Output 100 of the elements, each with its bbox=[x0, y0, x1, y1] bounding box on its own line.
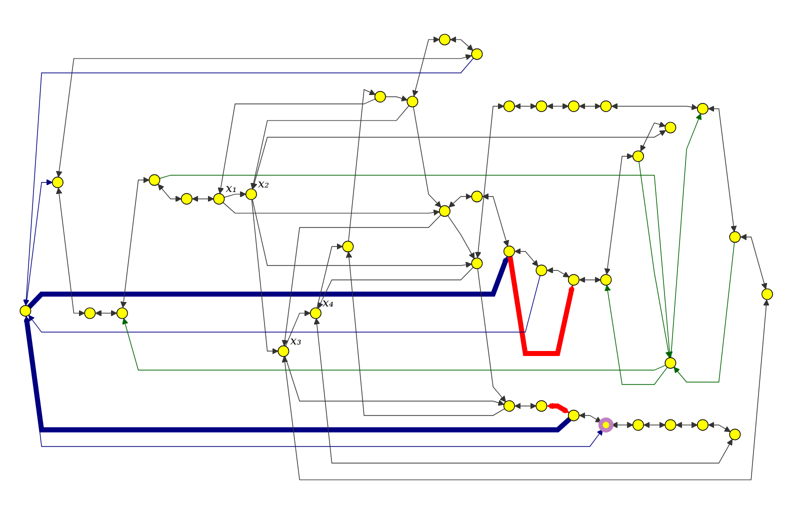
node-circle bbox=[696, 419, 708, 431]
arrow bbox=[95, 310, 118, 316]
arrow bbox=[579, 103, 601, 110]
arrow bbox=[282, 300, 770, 480]
node-circle bbox=[632, 419, 644, 431]
arrow bbox=[56, 54, 472, 178]
arrow bbox=[644, 422, 666, 428]
arrow bbox=[284, 356, 504, 406]
arrow bbox=[604, 153, 634, 275]
variable-label: x₂ bbox=[258, 176, 270, 190]
arrow bbox=[640, 121, 666, 152]
arrow bbox=[218, 98, 376, 194]
node-circle bbox=[342, 240, 354, 252]
node-circle bbox=[245, 188, 257, 200]
arrow bbox=[546, 103, 569, 110]
arrow bbox=[638, 161, 672, 358]
arrow bbox=[670, 113, 702, 358]
arrow bbox=[122, 318, 666, 370]
arrow bbox=[708, 422, 731, 432]
node-circle bbox=[664, 122, 676, 134]
node-circle bbox=[568, 100, 580, 112]
arrow bbox=[251, 199, 278, 354]
node-circle bbox=[568, 410, 580, 422]
arrow bbox=[250, 105, 410, 190]
node-circle bbox=[664, 357, 676, 369]
arrow bbox=[348, 89, 376, 242]
arrow bbox=[514, 103, 536, 110]
node-circle bbox=[503, 400, 515, 412]
node-circle bbox=[536, 264, 548, 276]
node-circle bbox=[84, 307, 96, 319]
node-circle bbox=[503, 100, 515, 112]
node-circle bbox=[310, 307, 322, 319]
arrow bbox=[546, 402, 570, 414]
arrow bbox=[192, 196, 214, 202]
arrow bbox=[285, 310, 311, 347]
arrow bbox=[514, 402, 536, 410]
arrow bbox=[448, 193, 472, 208]
arrow bbox=[546, 267, 570, 278]
node-circle bbox=[438, 34, 450, 46]
arrow bbox=[26, 179, 53, 306]
arrow bbox=[282, 214, 442, 346]
node-circle bbox=[536, 100, 548, 112]
variable-label: x₁ bbox=[226, 181, 237, 196]
arrow bbox=[611, 103, 698, 110]
arrow bbox=[28, 275, 540, 333]
node-circle bbox=[180, 193, 192, 205]
arrow bbox=[27, 256, 509, 309]
node-circle bbox=[52, 176, 64, 188]
node-circle bbox=[503, 246, 515, 258]
arrow bbox=[447, 215, 475, 259]
arrow bbox=[251, 130, 666, 190]
arrow bbox=[158, 184, 182, 202]
node-circle bbox=[20, 305, 32, 317]
arrow bbox=[676, 422, 698, 428]
node-circle bbox=[600, 100, 612, 112]
arrow bbox=[56, 188, 85, 316]
node-circle bbox=[471, 48, 483, 60]
arrow bbox=[318, 266, 474, 309]
node-circle bbox=[116, 307, 128, 319]
arrow bbox=[23, 58, 474, 306]
arrow bbox=[579, 412, 602, 423]
arrow bbox=[674, 242, 735, 383]
arrow bbox=[412, 36, 440, 96]
node-circle bbox=[568, 274, 580, 286]
arrow bbox=[224, 191, 246, 198]
node-circle bbox=[696, 103, 708, 114]
node-circle bbox=[729, 231, 741, 243]
arrow bbox=[604, 284, 668, 385]
arrow bbox=[413, 106, 442, 208]
node-circle bbox=[471, 258, 483, 270]
node-circle bbox=[148, 174, 160, 186]
arrow bbox=[477, 268, 506, 402]
node-circle bbox=[406, 96, 418, 108]
arrow bbox=[450, 36, 474, 51]
arrow bbox=[385, 95, 408, 102]
variable-label: x₄ bbox=[322, 295, 334, 310]
arrow bbox=[474, 103, 504, 258]
arrow bbox=[252, 199, 472, 268]
node-circle bbox=[762, 288, 773, 300]
arrow bbox=[316, 243, 343, 308]
node-circle bbox=[536, 400, 548, 412]
node-circle bbox=[278, 345, 290, 357]
arrow bbox=[120, 176, 150, 308]
arrow bbox=[314, 318, 732, 464]
arrow bbox=[159, 174, 673, 358]
arrow bbox=[24, 316, 572, 432]
arrow bbox=[740, 234, 768, 290]
node-circle bbox=[598, 417, 614, 432]
node-circle bbox=[471, 190, 483, 202]
variable-label: x₃ bbox=[290, 333, 302, 348]
node-circle bbox=[729, 428, 741, 440]
arrow bbox=[514, 248, 538, 267]
arrow bbox=[482, 193, 510, 246]
node-circle bbox=[213, 193, 225, 205]
arrow bbox=[579, 276, 601, 283]
node-circle bbox=[664, 419, 676, 431]
arrow bbox=[222, 202, 440, 216]
arrow bbox=[508, 256, 574, 356]
arrow bbox=[708, 106, 737, 232]
arrow bbox=[346, 252, 505, 416]
